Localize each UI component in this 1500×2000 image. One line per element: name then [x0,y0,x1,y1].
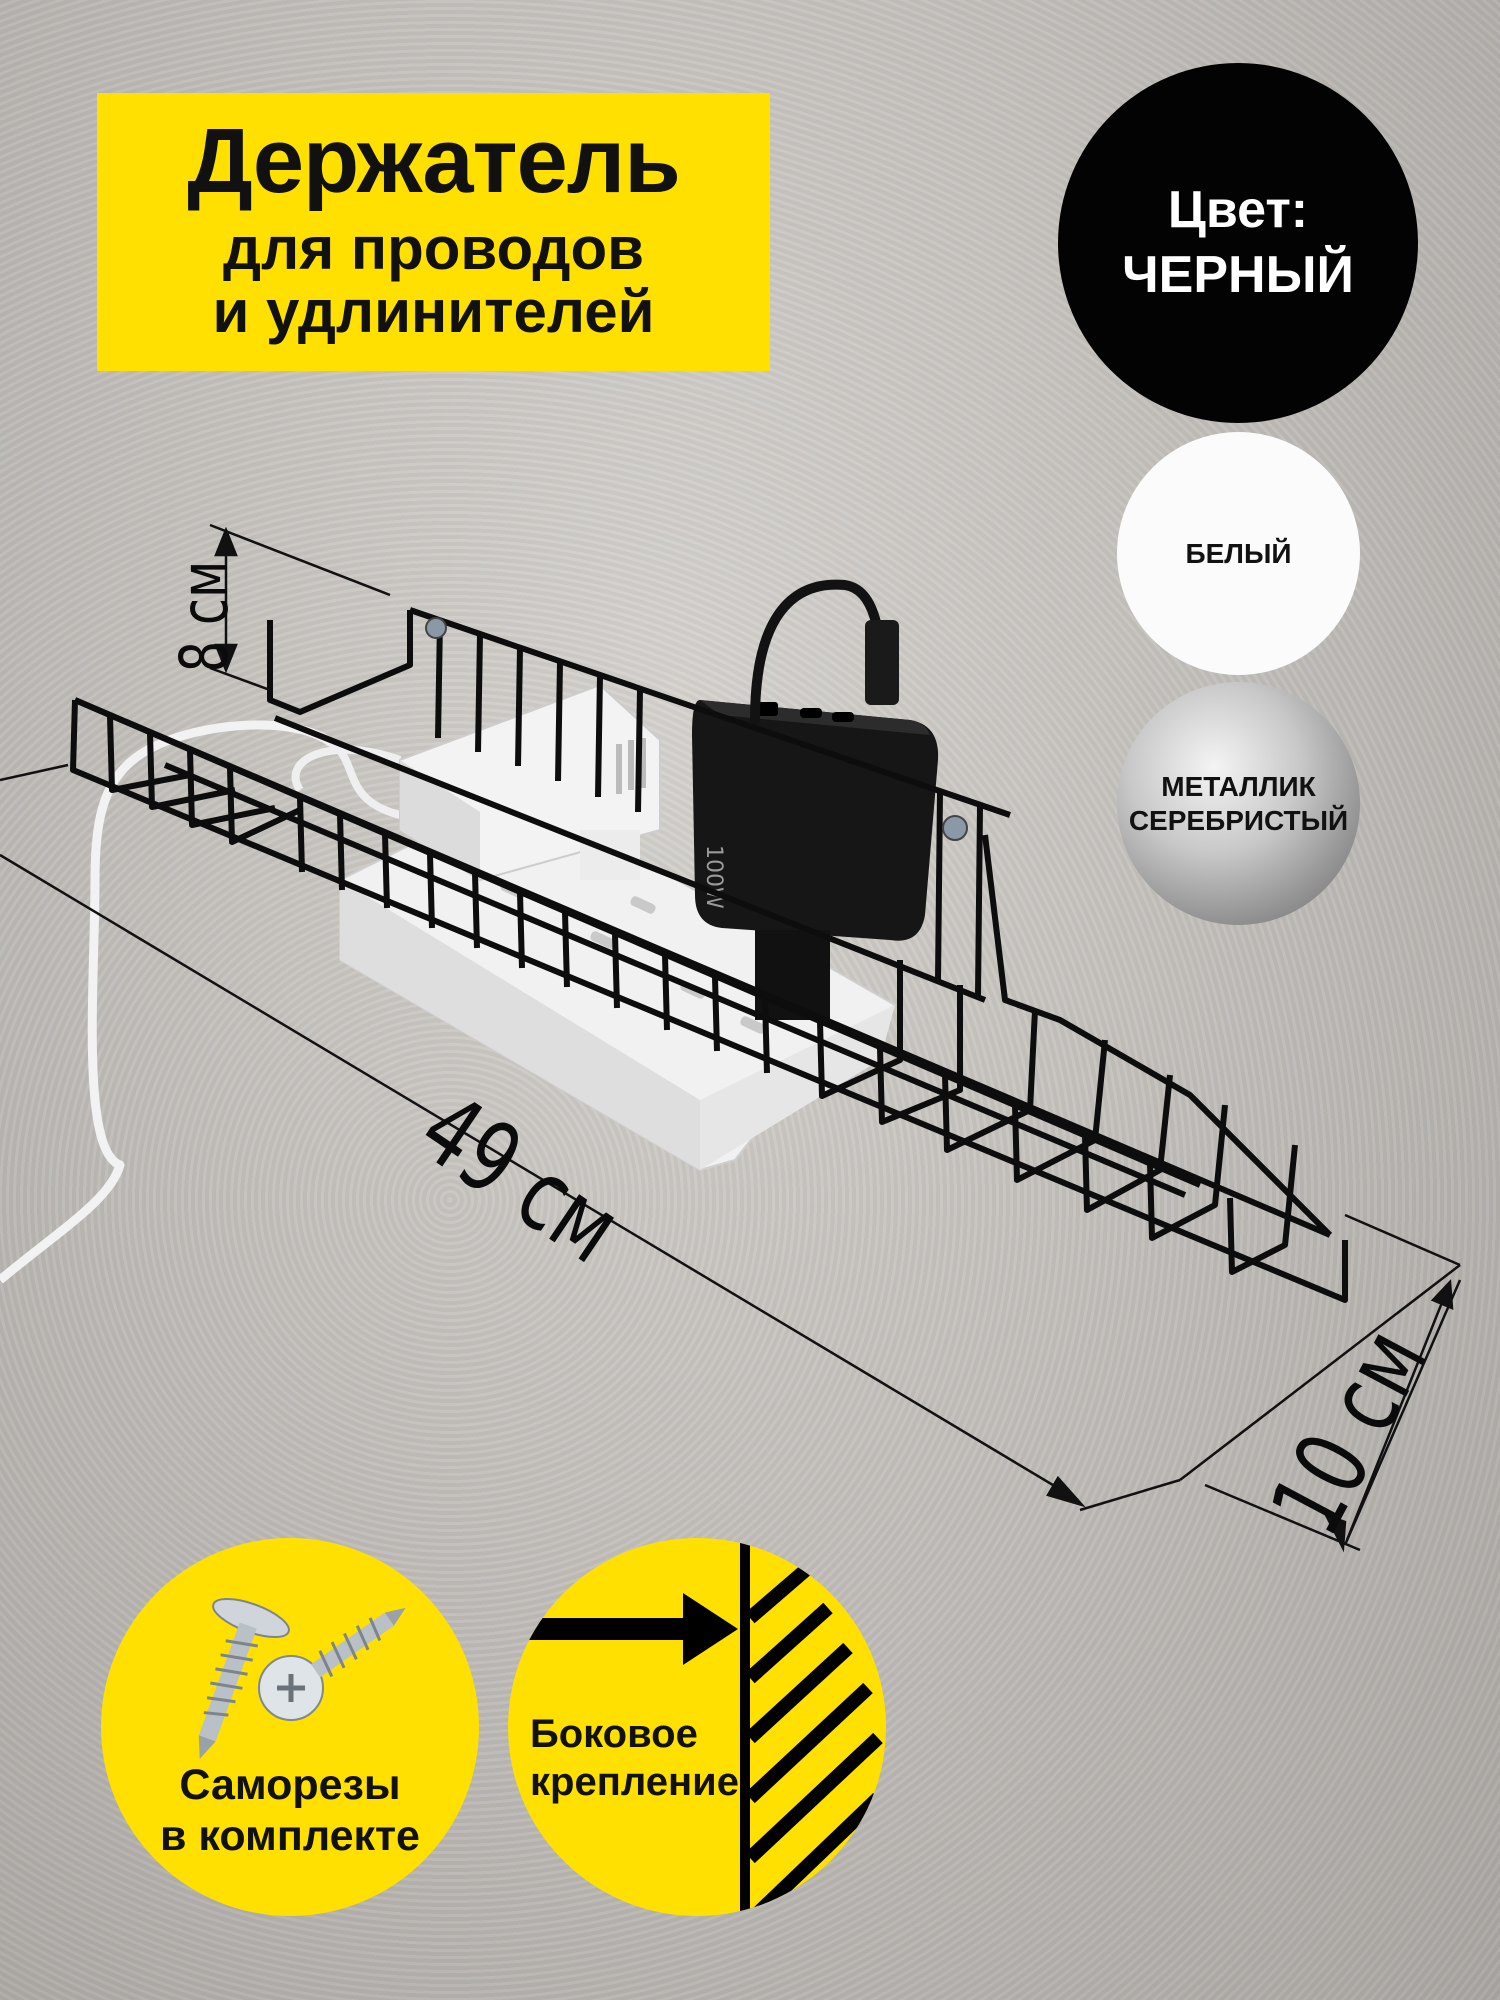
charger-wattage-label: 100W [701,845,726,909]
side-mount-caption-line-2: крепление [530,1760,739,1804]
product-title: Держатель [187,110,681,212]
screws-caption: Саморезы в комплекте [101,1760,479,1861]
side-mount-arrow-icon [518,1538,883,1916]
screws-caption-line-1: Саморезы [179,1761,401,1809]
side-mount-caption: Боковое крепление [530,1710,739,1806]
subtitle-line-2: и удлинителей [212,278,655,345]
screws-icon [198,1598,406,1759]
product-subtitle: для проводов и удлинителей [97,217,770,343]
color-option-white: БЕЛЫЙ [1185,537,1292,569]
subtitle-line-1: для проводов [223,215,644,282]
color-option-silver-line-2: СЕРЕБРИСТЫЙ [1128,804,1349,836]
selected-color: ЧЕРНЫЙ [1122,246,1354,304]
mount-screw-left [425,617,447,639]
height-dimension-label: 8 см [166,560,244,673]
screws-caption-line-2: в комплекте [160,1811,420,1860]
title-banner: Держатель для проводов и удлинителей [97,93,770,371]
color-label: Цвет: [1167,181,1309,239]
dimension-lines [0,523,1462,1553]
color-option-silver-line-1: МЕТАЛЛИК [1161,770,1316,802]
white-cable-lower [0,1163,125,1284]
wire-basket [70,607,1348,1303]
white-cable [87,720,335,1170]
color-swatch-black: Цвет: ЧЕРНЫЙ [1058,63,1418,423]
color-swatch-silver: МЕТАЛЛИК СЕРЕБРИСТЫЙ [1117,682,1360,925]
color-swatch-white: БЕЛЫЙ [1117,432,1360,675]
black-charger: 100W [692,579,939,1020]
side-mount-badge: Боковое крепление [508,1538,886,1916]
mount-screw-right [942,815,968,841]
screws-included-badge: Саморезы в комплекте [101,1538,479,1916]
side-mount-caption-line-1: Боковое [530,1712,698,1756]
